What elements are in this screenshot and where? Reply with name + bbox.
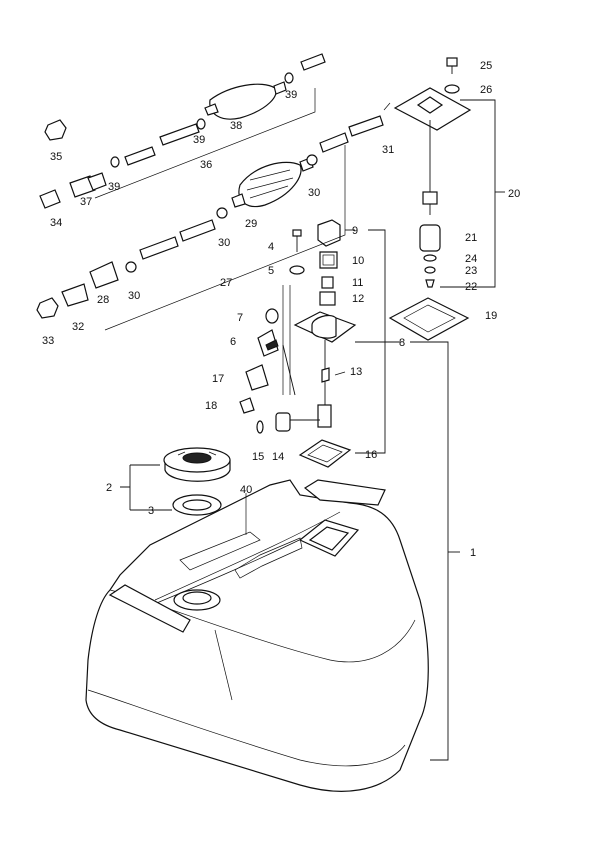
callout: 30: [308, 187, 320, 199]
callout: 30: [128, 290, 140, 302]
callout: 18: [205, 400, 217, 412]
callout: 19: [485, 310, 497, 322]
callout: 7: [237, 312, 243, 324]
callout: 39: [285, 89, 297, 101]
callout: 26: [480, 84, 492, 96]
fuel-tank: [85, 479, 429, 792]
callout: 13: [350, 366, 362, 378]
callout: 22: [465, 281, 477, 293]
callout: 15: [252, 451, 264, 463]
fuel-line-lower: [36, 115, 384, 319]
callout: 3: [148, 505, 154, 517]
callout: 38: [230, 120, 242, 132]
callout: 28: [97, 294, 109, 306]
callout: 35: [50, 151, 62, 163]
callout: 20: [508, 188, 520, 200]
callout: 27: [220, 277, 232, 289]
fuel-gauge-assembly: [239, 219, 357, 468]
callout: 14: [272, 451, 284, 463]
callout: 36: [200, 159, 212, 171]
callout: 1: [470, 547, 476, 559]
callout: 10: [352, 255, 364, 267]
vent-assembly: [388, 57, 472, 341]
callout: 34: [50, 217, 62, 229]
callout: 5: [268, 265, 274, 277]
filler-cap: [163, 447, 231, 482]
callout: 32: [72, 321, 84, 333]
callout: 29: [245, 218, 257, 230]
callout: 6: [230, 336, 236, 348]
callout: 21: [465, 232, 477, 244]
callout-labels: 1 2 3 4 5 6 7 8 9 10 11 12 13 14 15 16 1…: [42, 60, 520, 559]
callout: 31: [382, 144, 394, 156]
cap-gasket: [172, 494, 222, 516]
callout: 17: [212, 373, 224, 385]
callout: 11: [352, 277, 363, 289]
callout: 25: [480, 60, 492, 72]
callout: 8: [399, 337, 405, 349]
callout: 39: [108, 181, 120, 193]
callout: 23: [465, 265, 477, 277]
callout: 16: [365, 449, 377, 461]
callout: 12: [352, 293, 364, 305]
callout: 40: [240, 484, 252, 496]
callout: 4: [268, 241, 274, 253]
callout: 37: [80, 196, 92, 208]
callout: 30: [218, 237, 230, 249]
fuel-line-upper: [39, 53, 326, 209]
callout: 39: [193, 134, 205, 146]
callout: 33: [42, 335, 54, 347]
callout: 2: [106, 482, 112, 494]
callout: 9: [352, 225, 358, 237]
callout: 24: [465, 253, 477, 265]
